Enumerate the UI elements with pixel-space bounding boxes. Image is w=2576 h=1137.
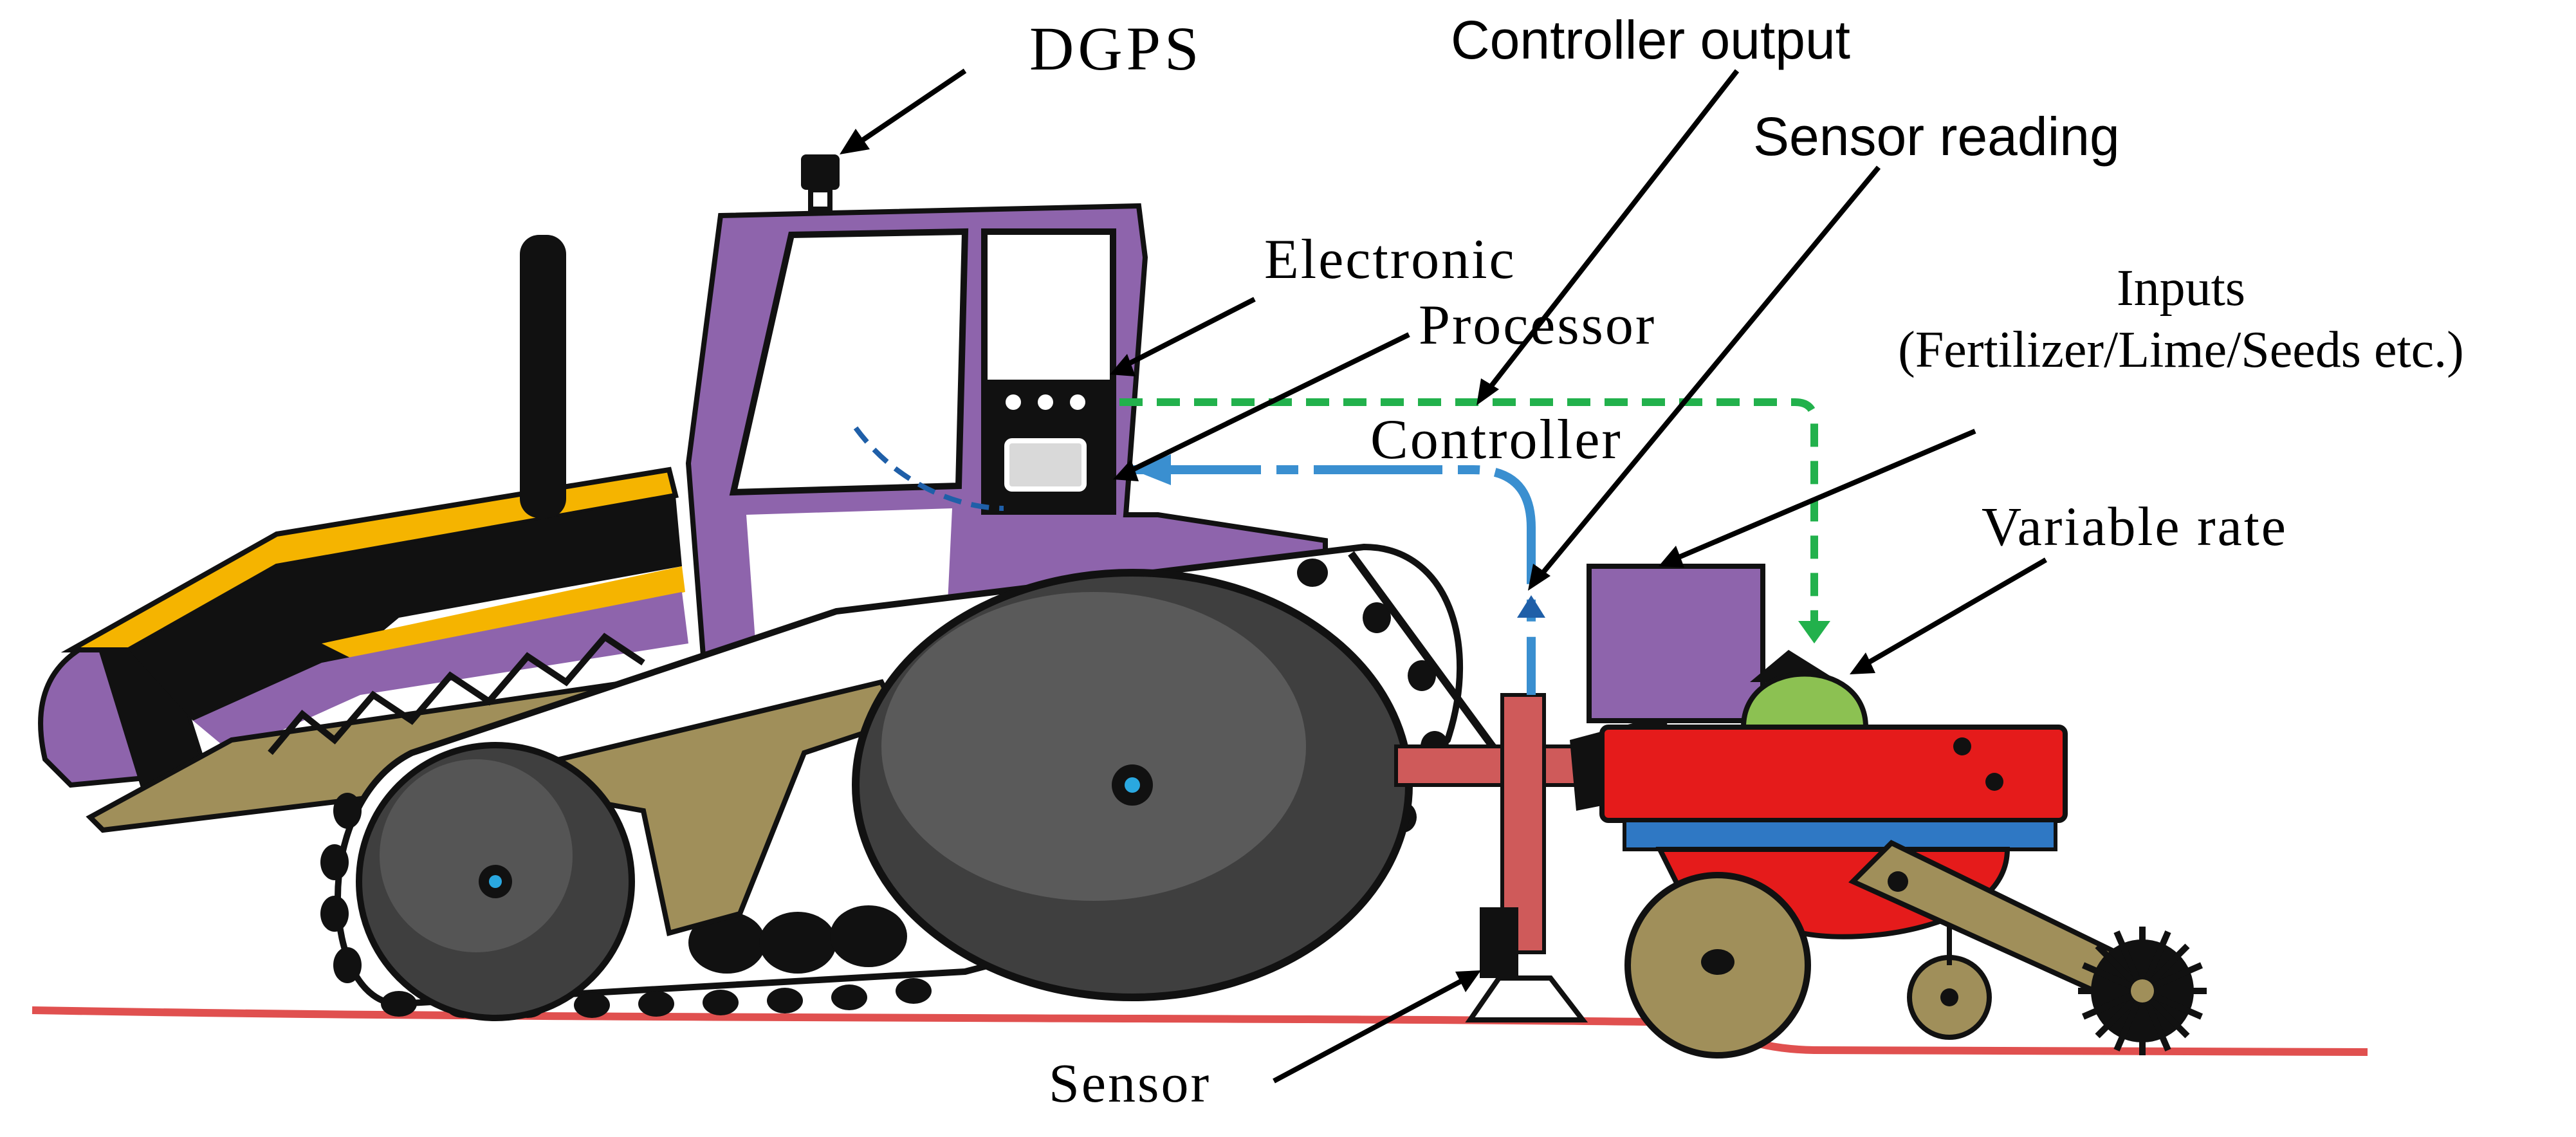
gauge-wheel-hub	[1940, 988, 1958, 1006]
variable-rate-label: Variable rate	[1982, 495, 2288, 557]
implement-base-bar	[1623, 818, 2057, 851]
sensor-reading-label: Sensor reading	[1753, 106, 2120, 167]
idler-rollers	[688, 905, 907, 974]
press-wheel-hub	[1701, 949, 1734, 975]
tractor-side-panel	[193, 592, 688, 753]
leader-arrows	[840, 68, 2048, 1084]
electronic-label: Electronic	[1264, 228, 1516, 291]
sensor-label: Sensor	[1049, 1052, 1211, 1114]
processor-label: Processor	[1419, 294, 1657, 356]
small-wheel-hub	[479, 865, 512, 898]
inputs-label-line1: Inputs	[2117, 260, 2245, 317]
panel-indicator-1	[1006, 394, 1021, 410]
implement-bolt-2	[1985, 773, 2003, 791]
metering-unit	[1740, 671, 1869, 730]
tractor-lower-stripe	[322, 566, 685, 663]
controller-output-label: Controller output	[1451, 10, 1851, 70]
cab-front-window	[729, 228, 969, 496]
controller-output-arrowhead	[1798, 621, 1830, 643]
implement-bolt-1	[1953, 737, 1971, 755]
inputs-label-line2: (Fertilizer/Lime/Seeds etc.)	[1898, 322, 2464, 378]
large-wheel-hub	[1112, 764, 1153, 806]
inputs-label: Inputs (Fertilizer/Lime/Seeds etc.)	[1795, 257, 2567, 381]
dgps-mount	[808, 187, 833, 212]
small-wheel-highlight	[380, 759, 573, 952]
large-wheel-highlight	[881, 592, 1306, 901]
closing-arm-pivot	[1888, 871, 1908, 892]
sensor-bracket	[1480, 907, 1518, 978]
controller-output-signal	[1119, 398, 1818, 624]
sensor-post-arrowhead	[1517, 595, 1545, 618]
cab-signal-curve	[853, 426, 1004, 511]
spiked-closing-wheel	[2078, 927, 2207, 1055]
exhaust-stack	[520, 235, 566, 518]
sensor-reading-arrowhead	[1132, 454, 1171, 485]
panel-indicator-3	[1070, 394, 1085, 410]
seed-hopper	[1587, 564, 1765, 723]
ground-line	[32, 1006, 2368, 1056]
sensor-foot	[1465, 975, 1588, 1022]
tractor-hood	[129, 495, 682, 721]
tractor-frame-zigzag	[268, 633, 645, 755]
sensor-reading-signal	[1132, 465, 1536, 695]
dgps-receiver	[801, 154, 840, 190]
controller-label: Controller	[1370, 409, 1623, 471]
controller-display	[1004, 438, 1087, 492]
hitch-bar	[1394, 744, 1591, 787]
panel-indicator-2	[1038, 394, 1053, 410]
dgps-label: DGPS	[1029, 14, 1203, 83]
